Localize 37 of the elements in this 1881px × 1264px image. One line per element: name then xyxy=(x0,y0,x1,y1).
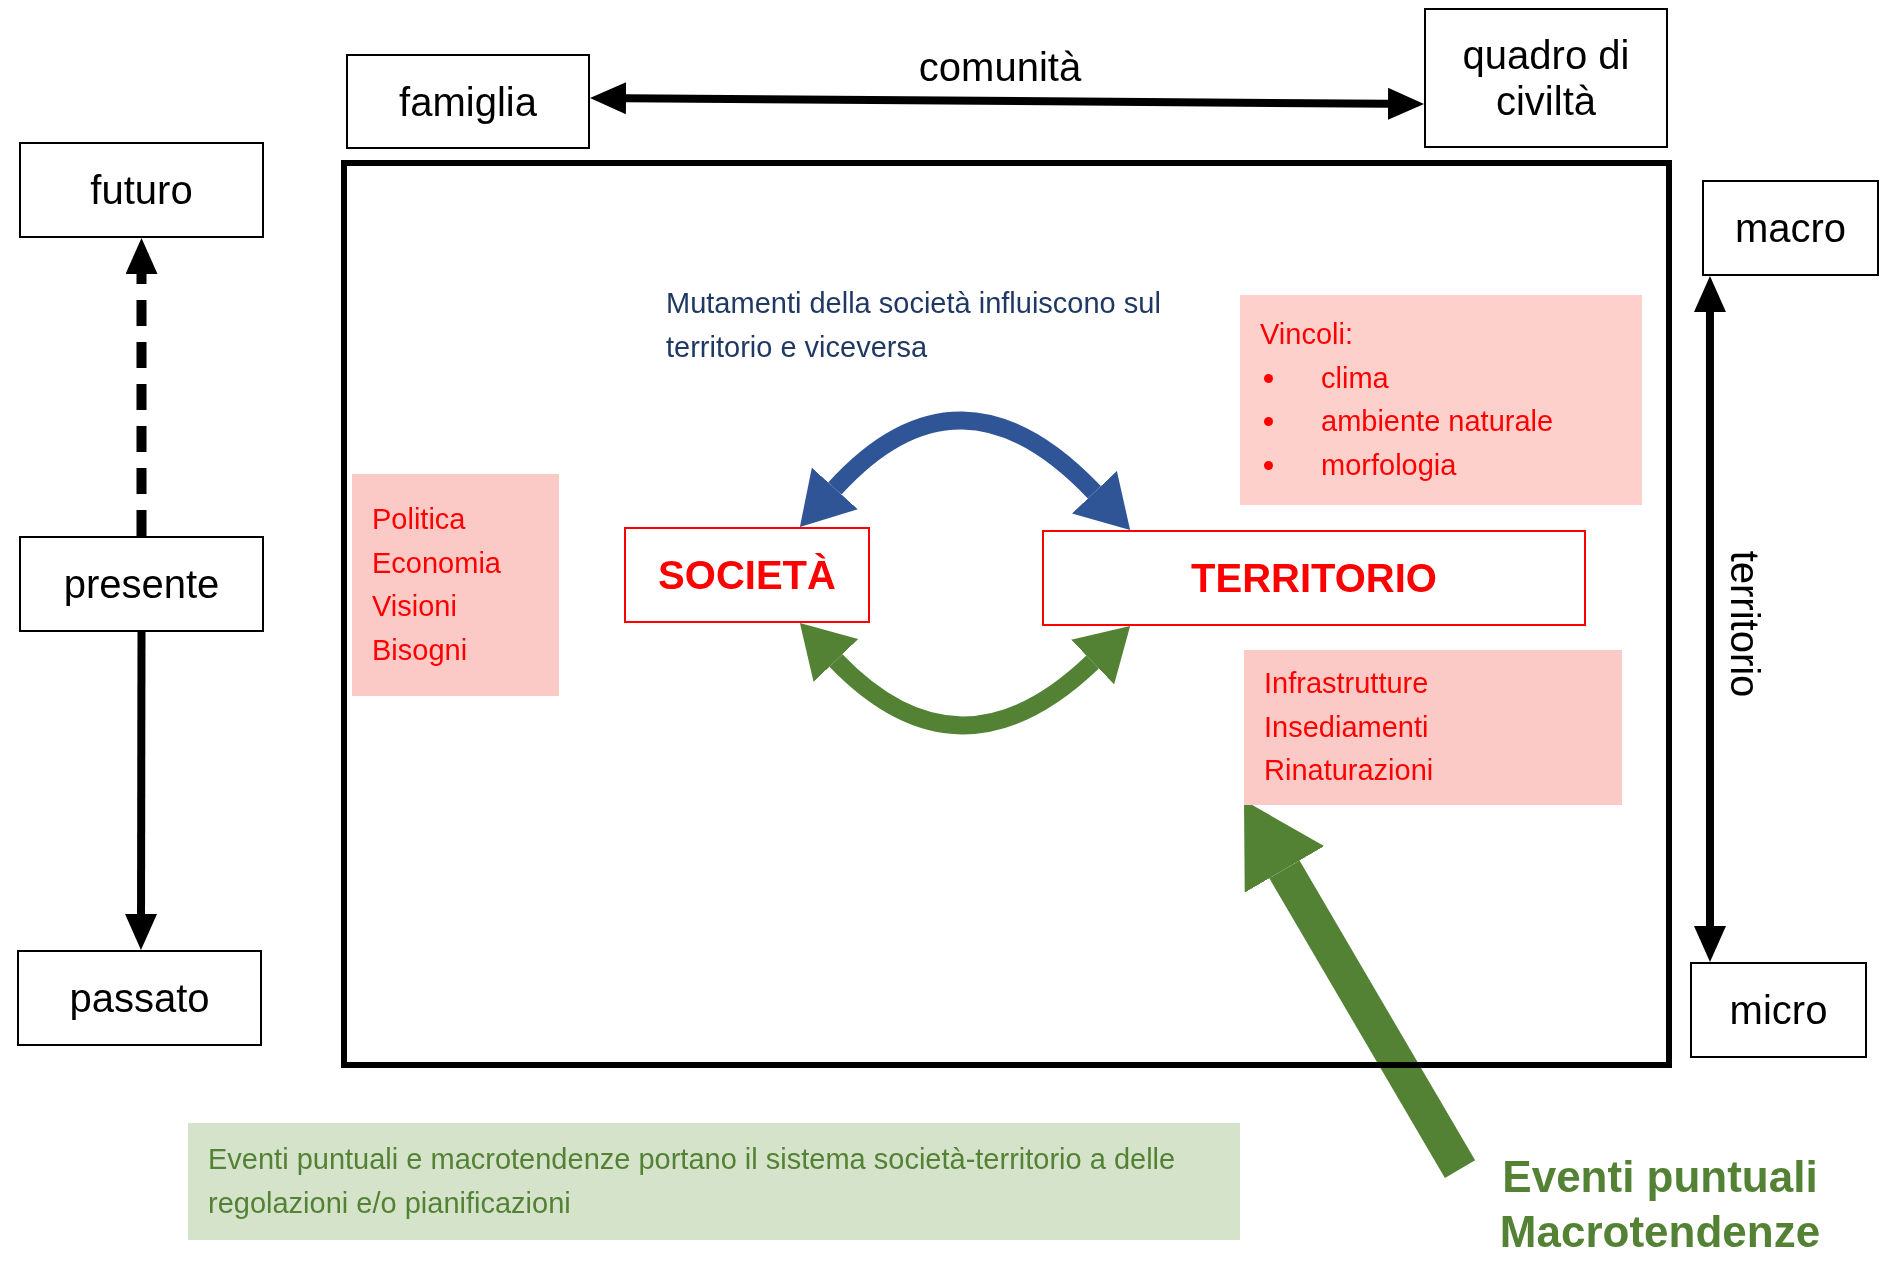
node-text: Visioni xyxy=(372,589,458,624)
label-box: macro xyxy=(1702,180,1879,276)
node-text: Rinaturazioni xyxy=(1264,753,1435,789)
label-box: micro xyxy=(1690,962,1867,1058)
note-box xyxy=(1240,295,1642,505)
label-box: famiglia xyxy=(346,54,590,149)
label-box: presente xyxy=(19,536,264,632)
edge-label: comunità xyxy=(917,44,1083,91)
note-box xyxy=(352,474,559,696)
arrow xyxy=(798,624,1132,735)
frame-box xyxy=(341,160,1672,1068)
list-item: clima xyxy=(1321,360,1389,396)
arrow xyxy=(798,411,1132,529)
node-text: Eventi puntuali e macrotendenze portano il sistema società-territorio a delle regolazioni e/o pianificazioni xyxy=(208,1142,1177,1221)
node-text: Economia xyxy=(372,545,502,581)
concept-box: TERRITORIO xyxy=(1042,530,1586,626)
arrow xyxy=(125,238,158,536)
node-text: Insediamenti xyxy=(1264,709,1430,745)
note-heading: Vincoli: xyxy=(1260,317,1354,352)
arrow xyxy=(1693,276,1726,962)
node-text: Infrastrutture xyxy=(1264,666,1430,702)
list-item: ambiente naturale xyxy=(1321,404,1554,439)
node-text: Bisogni xyxy=(372,632,469,668)
label-box: futuro xyxy=(19,142,264,238)
list-item: morfologia xyxy=(1321,447,1457,483)
concept-box: SOCIETÀ xyxy=(624,527,870,623)
annotation-text: Mutamenti della società influiscono sul territorio e viceversa xyxy=(666,286,1162,365)
callout-text: Eventi puntuali xyxy=(1502,1151,1818,1203)
edge-label: territorio xyxy=(1722,549,1768,700)
callout-text: Macrotendenze xyxy=(1499,1206,1821,1258)
node-text: Politica xyxy=(372,502,467,537)
arrow xyxy=(125,632,158,950)
arrow xyxy=(590,82,1424,120)
label-box: passato xyxy=(17,950,262,1046)
note-box xyxy=(1244,650,1622,805)
label-box: quadro di civiltà xyxy=(1424,8,1668,148)
note-box xyxy=(188,1123,1240,1240)
